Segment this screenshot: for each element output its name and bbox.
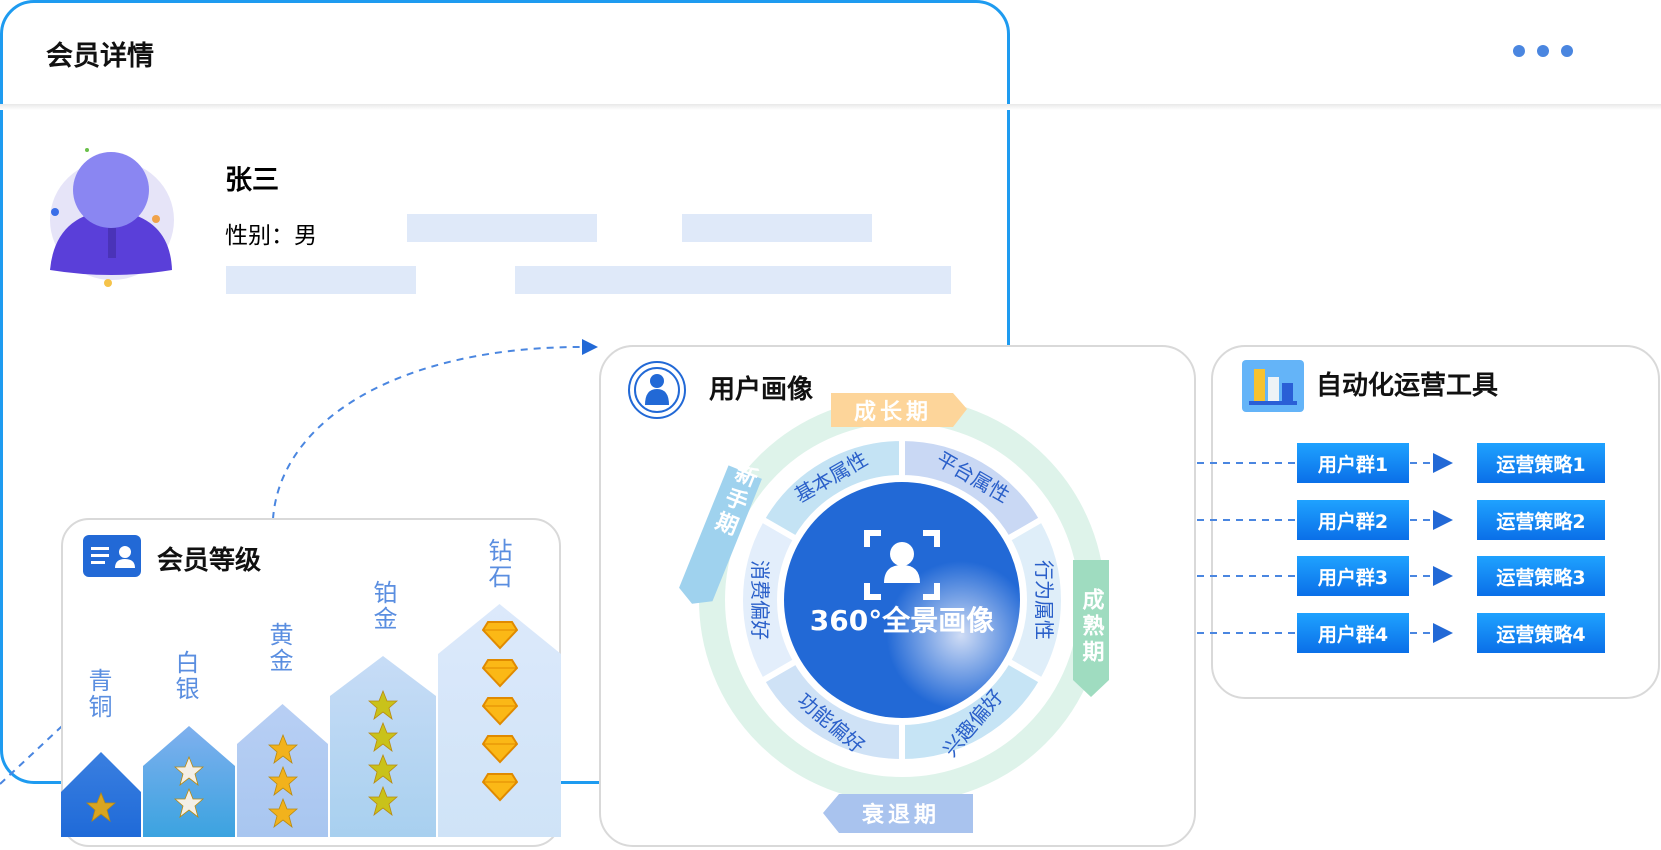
diamond-icon (481, 735, 518, 764)
star-icon (368, 722, 398, 752)
stage-tag-decline (823, 794, 973, 833)
user-group-button[interactable]: 用户群3 (1297, 556, 1409, 596)
star-icon (174, 788, 204, 818)
placeholder-bar (407, 214, 597, 242)
strategy-button[interactable]: 运营策略4 (1477, 613, 1605, 653)
tier-label: 黄金 (265, 622, 293, 674)
user-group-button[interactable]: 用户群2 (1297, 500, 1409, 540)
diamond-icon (481, 697, 518, 726)
member-level-title: 会员等级 (157, 546, 262, 576)
star-icon (368, 690, 398, 720)
placeholder-bar (515, 266, 951, 294)
star-icon (267, 798, 298, 828)
center-label: 360°全景画像 (810, 604, 995, 637)
tier-bar (330, 656, 436, 837)
portrait-title: 用户画像 (709, 375, 814, 405)
stage-decline-label: 衰退期 (861, 802, 940, 828)
member-card-icon (83, 535, 141, 577)
stage-tag-growth (831, 393, 967, 427)
bar-chart-icon (1242, 360, 1304, 412)
tier-label: 钻石 (484, 538, 512, 590)
star-icon (368, 786, 398, 816)
segment-label: 行为属性 (1032, 560, 1056, 640)
scan-icon (864, 530, 940, 600)
diamond-icon (481, 621, 518, 650)
tier-label: 铂金 (369, 580, 397, 632)
automation-title: 自动化运营工具 (1316, 371, 1499, 401)
strategy-button[interactable]: 运营策略1 (1477, 443, 1605, 483)
stage-growth-label: 成长期 (854, 400, 932, 425)
user-group-button[interactable]: 用户群1 (1297, 443, 1409, 483)
tier-label: 青铜 (84, 668, 112, 720)
star-icon (368, 754, 398, 784)
automation-tools-card: 自动化运营工具 用户群1 运营策略1 用户群2 运营策略2 用户群3 运营策略3… (1197, 345, 1660, 699)
card-title: 会员详情 (46, 41, 154, 72)
center-circle (784, 482, 1020, 718)
user-portrait-card: 用户画像 360°全景画像 平台属性行为属性兴趣偏好功能偏好消费偏好基本属性 成… (599, 345, 1196, 847)
segment-label: 消费偏好 (748, 560, 772, 640)
segment (757, 434, 905, 544)
more-menu-button[interactable] (1513, 45, 1573, 57)
member-name: 张三 (225, 165, 279, 196)
star-icon (267, 766, 298, 796)
placeholder-bar (682, 214, 872, 242)
star-icon (174, 756, 204, 786)
portrait-target-icon (628, 361, 686, 419)
person-icon (890, 542, 914, 566)
tier-bar (438, 604, 561, 837)
user-group-button[interactable]: 用户群4 (1297, 613, 1409, 653)
star-icon (267, 734, 298, 764)
star-icon (86, 792, 116, 822)
stage-mature-label: 成熟期 (1079, 588, 1105, 666)
member-detail-card: 会员详情 张三 性别：男 (0, 0, 1661, 784)
arrow-icon (582, 339, 598, 355)
diamond-icon (481, 659, 518, 688)
tier-label: 白银 (171, 650, 199, 702)
member-gender: 性别：男 (225, 223, 317, 249)
header-divider (0, 104, 1661, 110)
avatar (50, 148, 174, 287)
strategy-button[interactable]: 运营策略2 (1477, 500, 1605, 540)
diamond-icon (481, 773, 518, 802)
placeholder-bar (226, 266, 416, 294)
stage-tag-mature (1073, 560, 1109, 697)
strategy-button[interactable]: 运营策略3 (1477, 556, 1605, 596)
